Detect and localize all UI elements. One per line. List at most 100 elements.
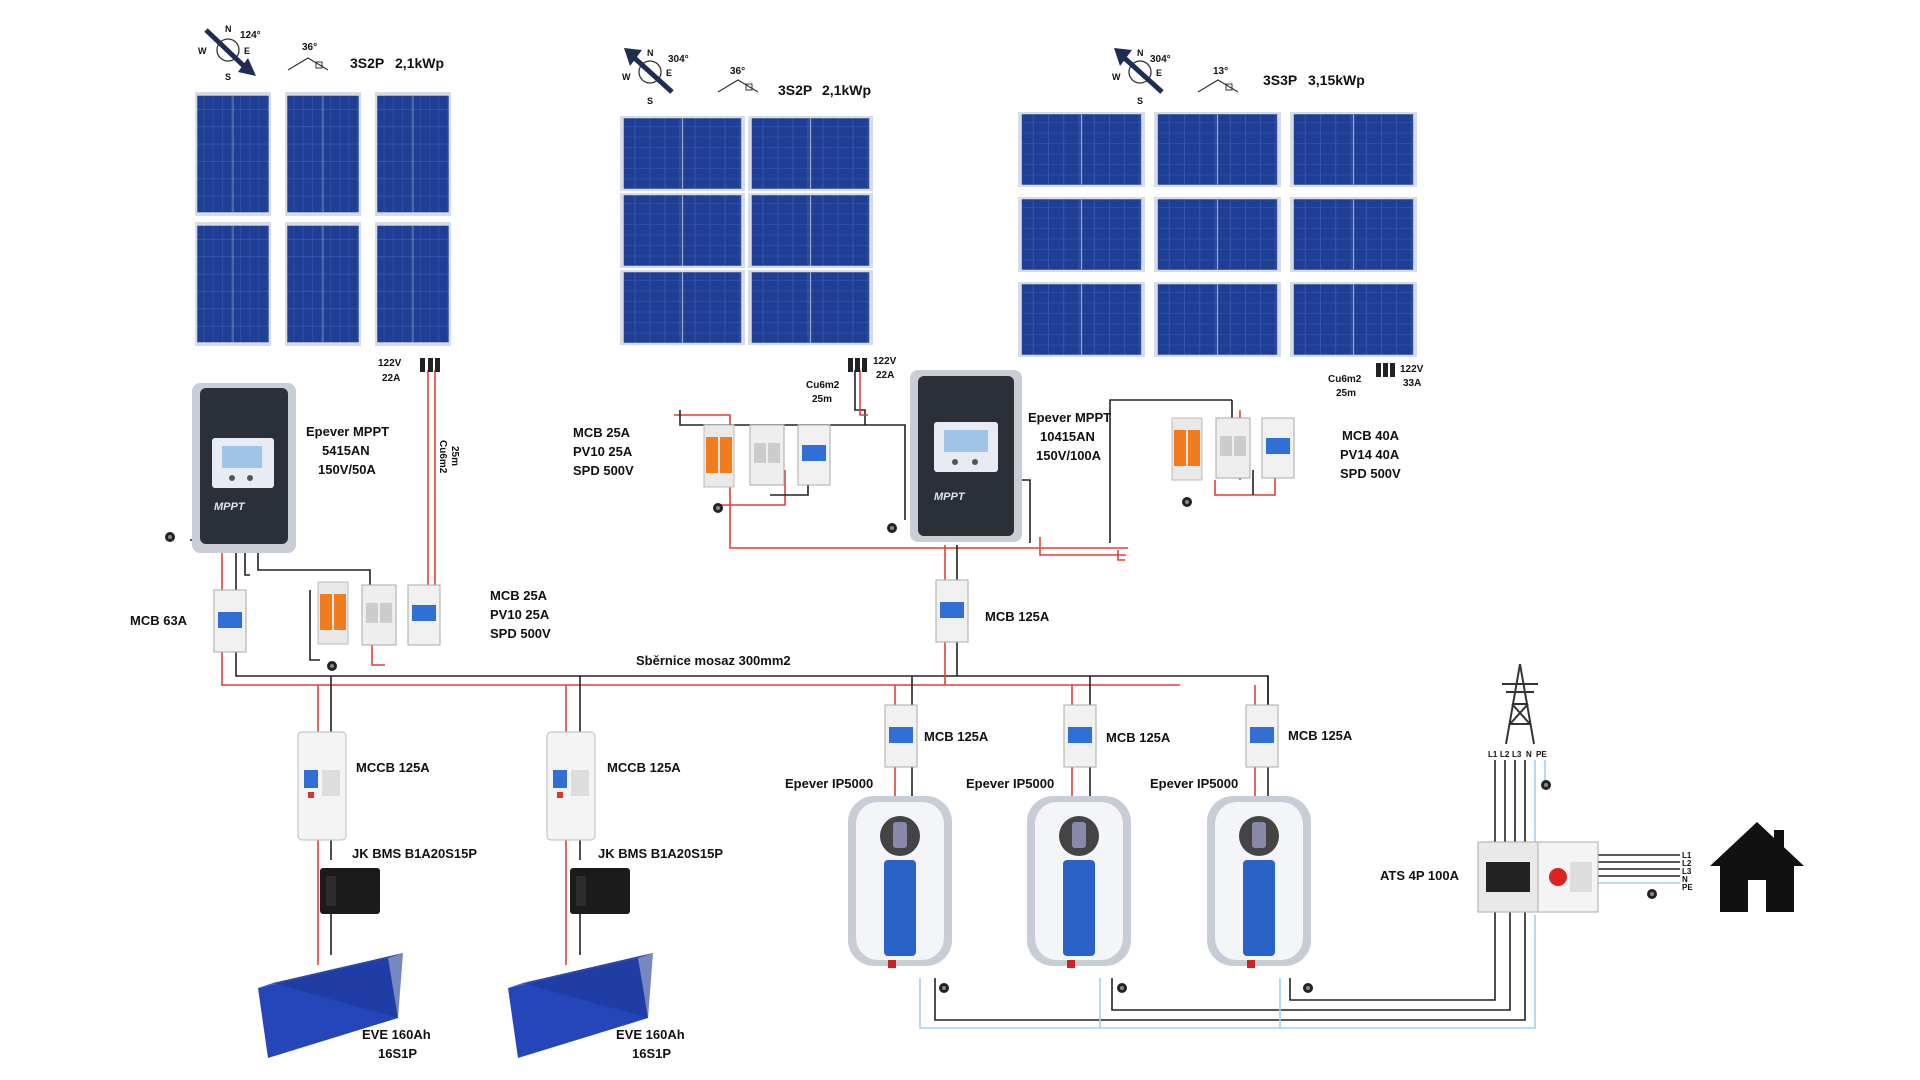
controller-model: 10415AN	[1040, 429, 1095, 444]
array-power: 3,15kWp	[1308, 72, 1365, 88]
pv-line-length: 25m	[1336, 388, 1356, 399]
solar-panel	[619, 115, 746, 192]
battery-pack	[508, 953, 653, 1058]
mc4-connector-icon	[848, 358, 867, 372]
azimuth-label: 304°	[668, 54, 689, 65]
dc-breaker	[213, 589, 247, 653]
pv-line-cable: Cu6m2	[1328, 374, 1362, 385]
compass-e: E	[666, 68, 672, 78]
compass-n: N	[647, 48, 654, 58]
compass-s: S	[1137, 96, 1143, 106]
spd-device	[317, 581, 349, 645]
inverter-mcb-label: MCB 125A	[1288, 728, 1353, 743]
inverter-mcb-label: MCB 125A	[924, 729, 989, 744]
mppt-controller-2: MPPT	[910, 370, 1022, 542]
controller-model: 5415AN	[322, 443, 370, 458]
solar-panel	[284, 221, 362, 347]
mccb-breaker	[546, 731, 596, 841]
ground-icon	[1541, 780, 1551, 790]
grid-terminal-pe: PE	[1536, 750, 1547, 759]
inverter-breaker-1	[884, 704, 918, 768]
ground-icon	[1647, 889, 1657, 899]
battery-config: 16S1P	[378, 1046, 417, 1061]
mccb-breaker	[297, 731, 347, 841]
roof-tilt-icon	[1197, 79, 1239, 93]
pv-line-current: 22A	[876, 370, 894, 381]
ground-icon	[1303, 983, 1313, 993]
house-terminal-pe: PE	[1682, 883, 1693, 892]
ground-icon	[1117, 983, 1127, 993]
compass-w: W	[1112, 72, 1121, 82]
solar-panel	[747, 269, 874, 346]
busbar-label: Sběrnice mosaz 300mm2	[636, 653, 791, 668]
array-power: 2,1kWp	[395, 55, 444, 71]
azimuth-label: 124°	[240, 30, 261, 41]
solar-panel	[1017, 111, 1146, 188]
compass-n: N	[1137, 48, 1144, 58]
tilt-label: 36°	[730, 66, 745, 77]
solar-panel	[1017, 196, 1146, 273]
controller-name: Epever MPPT	[1028, 410, 1111, 425]
solar-panel	[194, 91, 272, 217]
pv-array-3	[1017, 111, 1418, 358]
dc-breaker	[935, 579, 969, 643]
solar-panel	[1289, 196, 1418, 273]
solar-panel	[747, 115, 874, 192]
pv-mcb-label: MCB 40A	[1342, 428, 1400, 443]
mc4-connector-icon	[420, 358, 440, 372]
solar-panel	[1289, 111, 1418, 188]
ac-wiring	[919, 760, 1680, 1029]
inverter-label: Epever IP5000	[966, 776, 1054, 791]
array-config: 3S2P	[350, 55, 384, 71]
pv-line-current: 33A	[1403, 378, 1421, 389]
controller-name: Epever MPPT	[306, 424, 389, 439]
spd-device	[703, 424, 735, 488]
battery-config: 16S1P	[632, 1046, 671, 1061]
pv-line-voltage: 122V	[873, 356, 897, 367]
mppt-controller-1: MPPT	[192, 383, 296, 553]
pv-line-length: 25m	[812, 394, 832, 405]
ground-icon	[165, 532, 175, 542]
solar-panel	[1289, 281, 1418, 358]
ats-switch	[1477, 841, 1599, 913]
pv-array-2	[619, 115, 874, 346]
controller-rating: 150V/100A	[1036, 448, 1102, 463]
inverter-label: Epever IP5000	[785, 776, 873, 791]
array-config: 3S2P	[778, 82, 812, 98]
bms-module	[320, 868, 380, 914]
spd-label: SPD 500V	[490, 626, 551, 641]
solar-panel	[284, 91, 362, 217]
controller-rating: 150V/50A	[318, 462, 376, 477]
inverter-1	[848, 796, 952, 968]
roof-tilt-icon	[287, 57, 329, 71]
battery-name: EVE 160Ah	[616, 1027, 685, 1042]
controller-face-label: MPPT	[934, 491, 966, 503]
house-terminal-l2: L2	[1682, 859, 1692, 868]
ats-label: ATS 4P 100A	[1380, 868, 1460, 883]
mc4-connector-icon	[1376, 363, 1395, 377]
pv-line-length: 25m	[449, 446, 460, 466]
compass-icon: N E S W	[198, 24, 256, 82]
pv-fuse-label: PV10 25A	[573, 444, 633, 459]
solar-panel	[1153, 111, 1282, 188]
ground-icon	[1182, 497, 1192, 507]
house-terminal-l1: L1	[1682, 851, 1692, 860]
ground-icon	[939, 983, 949, 993]
pv-array-1	[194, 91, 452, 347]
compass-e: E	[244, 46, 250, 56]
solar-panel	[1017, 281, 1146, 358]
house-terminal-n: N	[1682, 875, 1688, 884]
bms-label: JK BMS B1A20S15P	[598, 846, 723, 861]
compass-w: W	[622, 72, 631, 82]
pv-mcb-label: MCB 25A	[573, 425, 631, 440]
dc-breaker	[1261, 417, 1295, 479]
pv-line-cable: Cu6m2	[806, 380, 840, 391]
house-icon	[1710, 822, 1804, 912]
compass-icon: N E S W	[622, 48, 674, 106]
mccb-label: MCCB 125A	[356, 760, 430, 775]
house-terminal-l3: L3	[1682, 867, 1692, 876]
inverter-mcb-label: MCB 125A	[1106, 730, 1171, 745]
tilt-label: 13°	[1213, 66, 1228, 77]
pv-line-current: 22A	[382, 373, 400, 384]
pv-line-voltage: 122V	[378, 358, 402, 369]
